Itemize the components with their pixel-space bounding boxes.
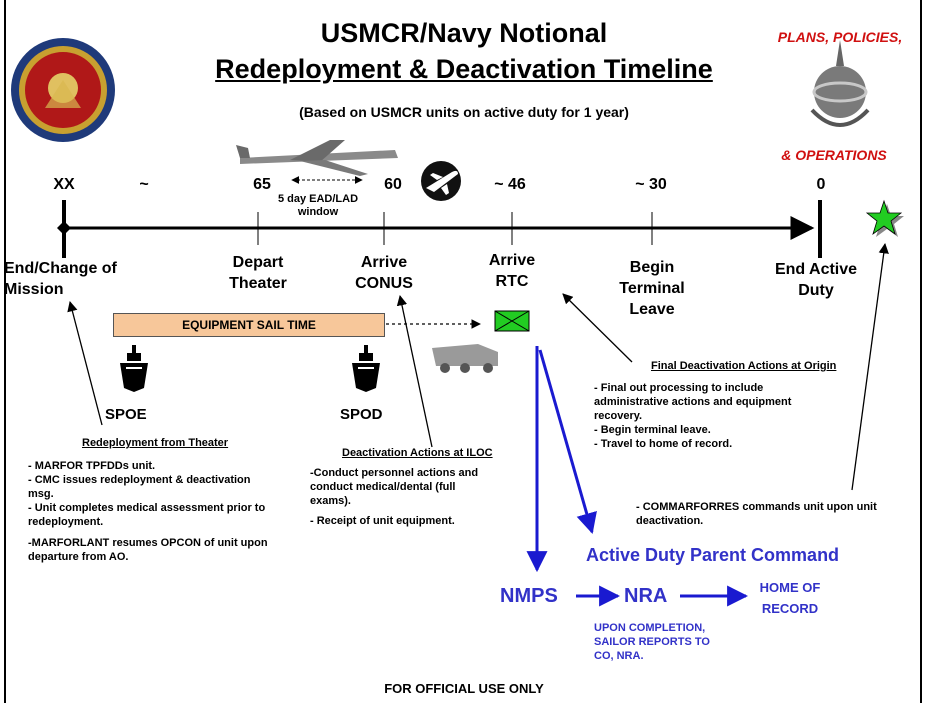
iloc-arrow <box>396 294 433 448</box>
airplane-icon <box>421 161 461 201</box>
title-line-1: USMCR/Navy Notional <box>320 18 608 48</box>
home-of-record-label: HOME OF RECORD <box>759 580 821 616</box>
rtc-to-parent-arrow <box>538 349 597 535</box>
window-label: 5 day EAD/LAD window <box>277 193 359 218</box>
event-end-change-mission: End/Change of Mission <box>4 260 117 298</box>
tick-30: ~ 30 <box>635 176 667 193</box>
footer-fouo: FOR OFFICIAL USE ONLY <box>384 681 544 696</box>
origin-item: - Final out processing to include admini… <box>594 382 792 422</box>
tick-60: 60 <box>384 176 402 193</box>
iloc-heading: Deactivation Actions at ILOC <box>342 447 493 459</box>
spoe-label: SPOE <box>105 406 147 423</box>
slide-frame <box>4 0 922 703</box>
ship-icon-spod <box>352 345 380 392</box>
parent-command-label: Active Duty Parent Command <box>586 545 840 565</box>
subtitle: (Based on USMCR units on active duty for… <box>299 104 629 120</box>
origin-item: - Begin terminal leave. <box>594 424 711 436</box>
redeploy-item: - Unit completes medical assessment prio… <box>28 502 266 528</box>
event-arrive-rtc: Arrive RTC <box>488 252 536 290</box>
event-begin-terminal-leave: Begin Terminal Leave <box>619 259 685 318</box>
nra-label: NRA <box>624 585 668 607</box>
title-line-2: Redeployment & Deactivation Timeline <box>215 54 713 84</box>
equipment-sail-bar: EQUIPMENT SAIL TIME <box>113 313 385 337</box>
tick-65: 65 <box>253 176 271 193</box>
commarforres-note: - COMMARFORRES commands unit upon unit d… <box>636 501 877 527</box>
cargo-aircraft-icon <box>236 140 398 176</box>
plans-policies-operations-logo: PLANS, POLICIES, & OPERATIONS <box>778 29 902 163</box>
nmps-label: NMPS <box>500 585 558 607</box>
tick-xx: XX <box>53 176 75 193</box>
logo-text-top: PLANS, POLICIES, <box>778 29 902 45</box>
commarforres-arrow <box>851 242 889 491</box>
redeploy-item: -MARFORLANT resumes OPCON of unit upon d… <box>28 537 268 563</box>
truck-icon <box>432 344 498 373</box>
logo-text-bottom: & OPERATIONS <box>781 147 887 163</box>
origin-arrow <box>562 293 633 363</box>
tick-46: ~ 46 <box>494 176 526 193</box>
star-icon <box>865 199 903 236</box>
iloc-item: - Receipt of unit equipment. <box>310 515 455 527</box>
navy-seal-logo <box>11 38 115 142</box>
origin-heading: Final Deactivation Actions at Origin <box>651 360 837 372</box>
tick-tilde: ~ <box>139 176 149 193</box>
redeploy-heading: Redeployment from Theater <box>82 437 229 449</box>
event-arrive-conus: Arrive CONUS <box>355 254 413 292</box>
redeploy-item: - MARFOR TPFDDs unit. <box>28 460 156 472</box>
event-depart-theater: Depart Theater <box>229 254 287 292</box>
redeploy-item: - CMC issues redeployment & deactivation… <box>28 474 251 500</box>
ship-icon-spoe <box>120 345 148 392</box>
tick-0: 0 <box>816 176 826 193</box>
event-end-active-duty: End Active Duty <box>774 261 858 299</box>
spod-label: SPOD <box>340 406 383 423</box>
origin-item: - Travel to home of record. <box>594 438 733 450</box>
rtc-equipment-box <box>494 310 530 332</box>
iloc-item: -Conduct personnel actions and conduct m… <box>310 467 479 507</box>
sailor-reports-note: UPON COMPLETION, SAILOR REPORTS TO CO, N… <box>594 622 710 662</box>
redeploy-arrow <box>67 300 103 426</box>
